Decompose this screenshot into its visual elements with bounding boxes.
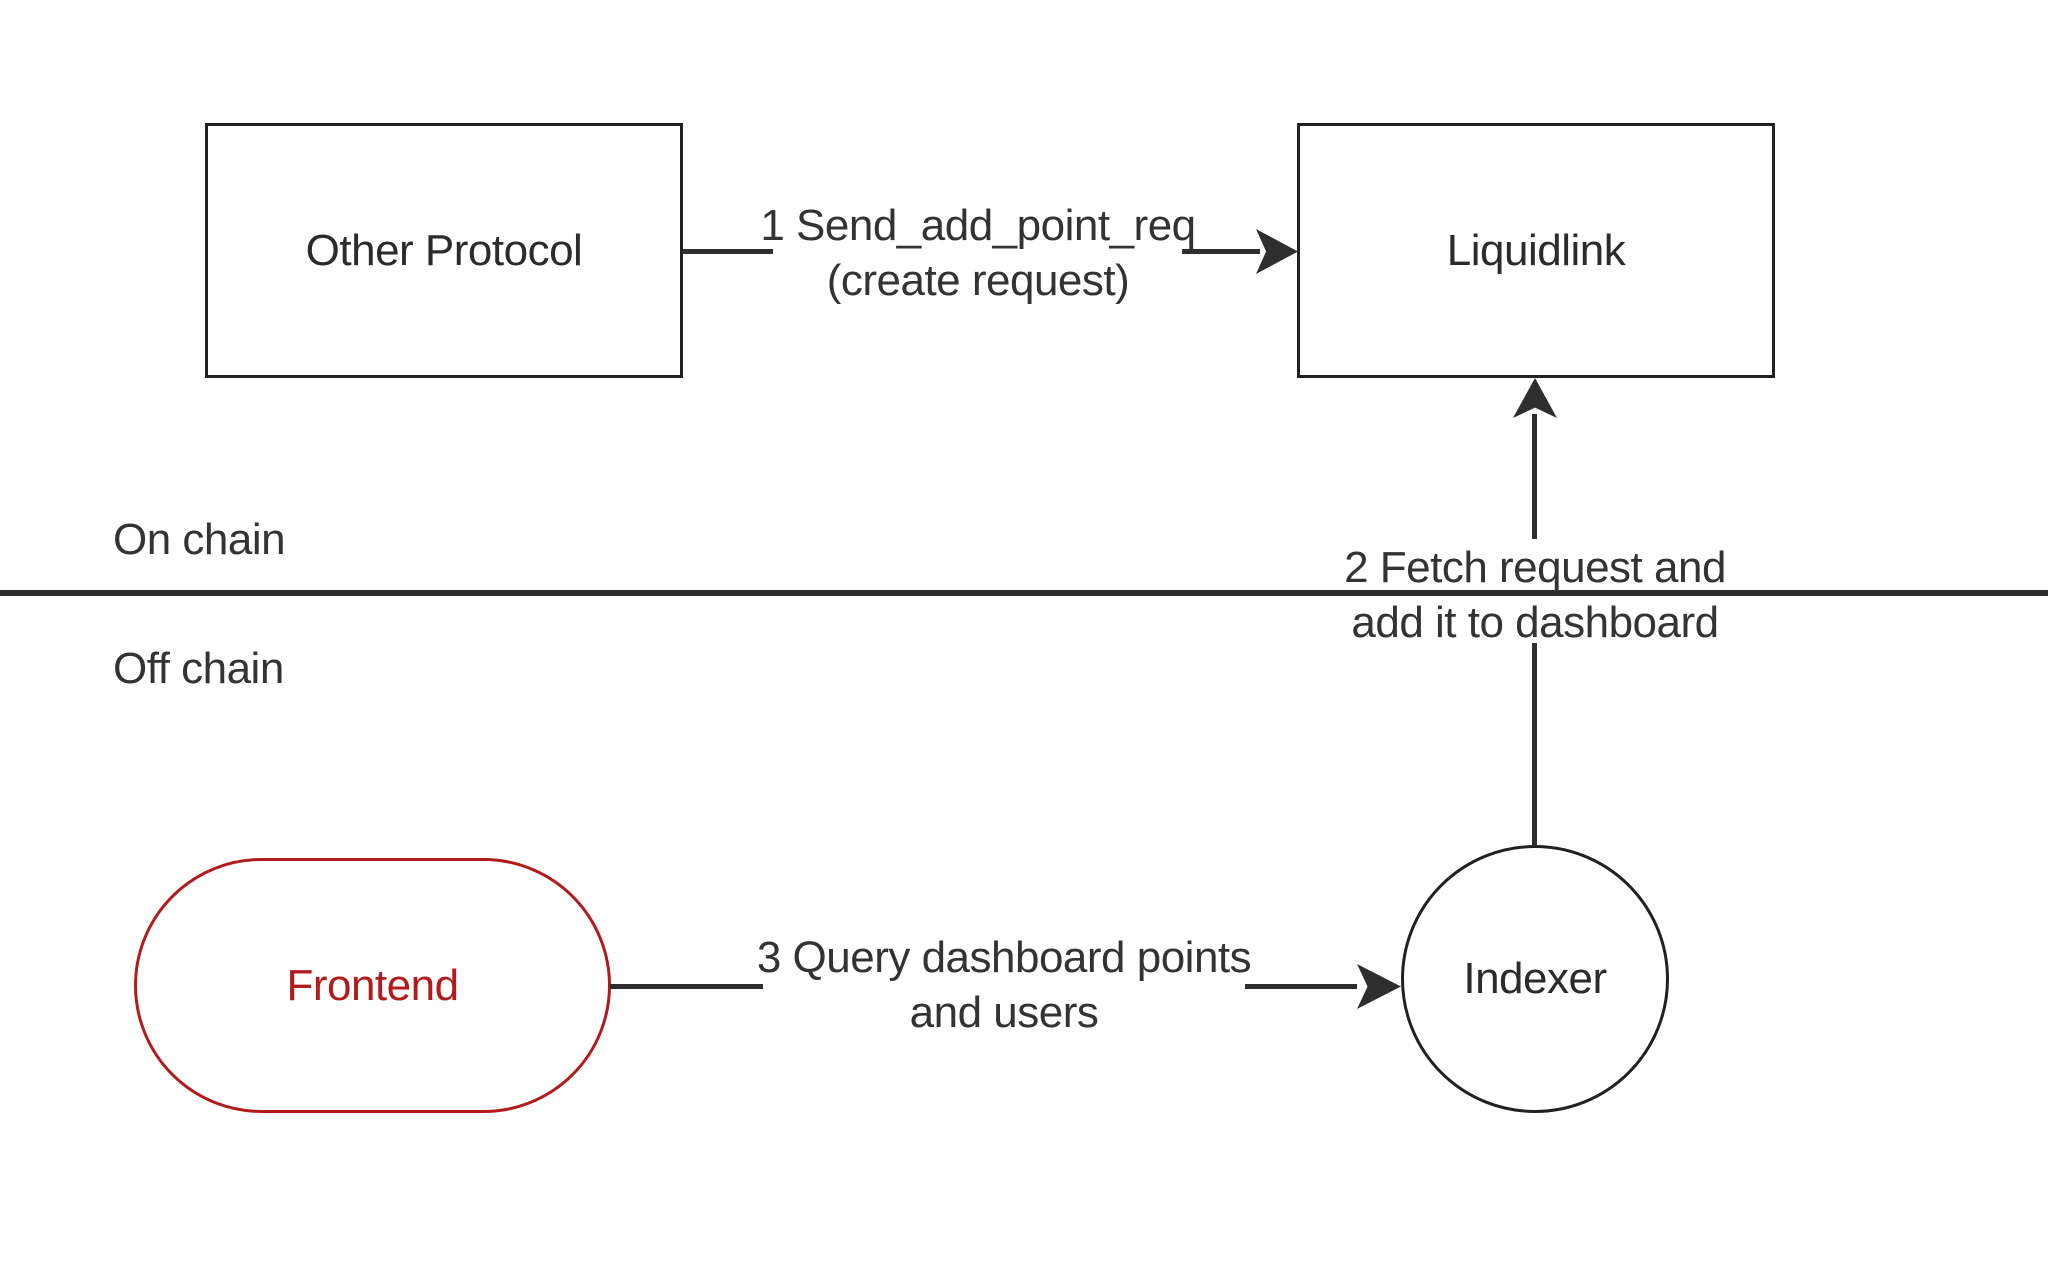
edge3-line-segment [1245,984,1357,989]
node-indexer-label: Indexer [1463,954,1607,1003]
node-frontend-label: Frontend [286,960,459,1010]
edge1-label-line1: 1 Send_add_point_req [760,201,1196,250]
edge3-label-line2: and users [909,988,1099,1037]
edge3-arrowhead-icon [1357,964,1401,1009]
edge2-label-line1: 2 Fetch request and [1344,543,1726,592]
edge1-line-segment [683,249,773,254]
edge3-line-segment [610,984,763,989]
edge2-label-line2: add it to dashboard [1351,598,1719,647]
node-frontend: Frontend [134,858,611,1113]
node-other-protocol-label: Other Protocol [305,225,583,275]
edge1-arrowhead-icon [1256,229,1298,274]
node-liquidlink-label: Liquidlink [1446,225,1626,275]
edge3-label: 3 Query dashboard points and users [744,930,1264,1040]
edge1-label: 1 Send_add_point_req (create request) [718,198,1238,308]
edge2-arrowhead-icon [1513,378,1557,418]
node-liquidlink: Liquidlink [1297,123,1775,378]
edge2-line-segment [1532,643,1537,846]
edge2-line-segment [1532,414,1537,539]
node-indexer: Indexer [1401,845,1669,1113]
off-chain-zone-label: Off chain [113,644,284,693]
edge1-label-line2: (create request) [826,256,1130,305]
on-chain-zone-label: On chain [113,515,286,564]
edge2-label: 2 Fetch request and add it to dashboard [1275,540,1795,650]
chain-divider-line [0,590,2048,596]
edge3-label-line1: 3 Query dashboard points [756,933,1252,982]
edge1-line-segment [1182,249,1260,254]
node-other-protocol: Other Protocol [205,123,683,378]
